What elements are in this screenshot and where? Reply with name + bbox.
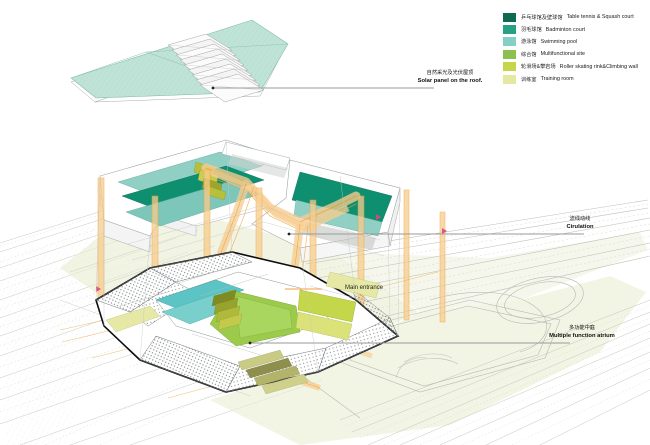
legend-item: 综合馆 Multifunctional site bbox=[503, 48, 650, 60]
legend-label-cn: 游泳馆 bbox=[521, 39, 537, 46]
legend-swatch-training-room bbox=[503, 74, 516, 84]
paving-bands bbox=[237, 349, 309, 395]
legend-label-en: Roller skating rink&Climbing wall bbox=[559, 63, 638, 70]
legend-item: 训练室 Training room bbox=[503, 73, 650, 85]
legend-label-cn: 羽毛球馆 bbox=[521, 27, 542, 34]
callout-cn: 多功能中庭 bbox=[569, 325, 595, 331]
legend-label-en: Swimming pool bbox=[540, 38, 578, 45]
legend-item: 轮滑场&攀岩场 Roller skating rink&Climbing wal… bbox=[503, 61, 650, 73]
callout-en: Cirulation bbox=[566, 224, 594, 230]
legend-label-en: Training room bbox=[540, 76, 574, 83]
callout-atrium: 多功能中庭 Multiple function atrium bbox=[524, 324, 640, 340]
callout-circulation: 流线动线 Cirulation bbox=[545, 215, 615, 231]
zone-training-room bbox=[105, 305, 161, 333]
legend-label-cn: 综合馆 bbox=[521, 51, 537, 58]
site-green-east bbox=[210, 276, 646, 445]
callout-cn: 自然采光及光伏屋顶 bbox=[426, 70, 474, 76]
legend-swatch-table-tennis bbox=[503, 12, 516, 22]
photovoltaic-louvers bbox=[167, 33, 265, 103]
legend: 乒乓球馆及壁球馆 Table tennis & Squash court 羽毛球… bbox=[503, 11, 650, 85]
callout-cn: 流线动线 bbox=[569, 216, 591, 222]
legend-label-en: Table tennis & Squash court bbox=[566, 14, 634, 21]
upper-floor-plate bbox=[99, 139, 401, 263]
legend-swatch-badminton bbox=[503, 25, 516, 35]
stepped-stands-atrium bbox=[211, 289, 243, 331]
legend-label-cn: 乒乓球馆及壁球馆 bbox=[521, 14, 563, 21]
leader-endpoints bbox=[211, 86, 291, 345]
legend-label-en: Multifunctional site bbox=[540, 51, 585, 58]
legend-label-en: Badminton court bbox=[545, 26, 586, 33]
legend-item: 羽毛球馆 Badminton court bbox=[503, 23, 650, 35]
solar-roof-module bbox=[70, 19, 289, 103]
transparent-connection-planes bbox=[95, 139, 401, 373]
legend-swatch-roller-climbing bbox=[503, 62, 516, 72]
callout-en: Solar panel on the roof. bbox=[417, 78, 483, 84]
legend-label-cn: 轮滑场&攀岩场 bbox=[521, 64, 556, 71]
callout-solar-panel: 自然采光及光伏屋顶 Solar panel on the roof. bbox=[402, 69, 498, 85]
legend-item: 游泳馆 Swimming pool bbox=[503, 36, 650, 48]
zone-roller-climbing bbox=[297, 289, 357, 323]
legend-item: 乒乓球馆及壁球馆 Table tennis & Squash court bbox=[503, 11, 650, 23]
leader-lines bbox=[213, 87, 584, 344]
label-main-entrance: Main entrance bbox=[345, 285, 384, 291]
callout-en: Multiple function atrium bbox=[549, 333, 615, 339]
lower-building-volume bbox=[95, 251, 400, 395]
legend-swatch-multifunctional bbox=[503, 49, 516, 59]
legend-label-cn: 训练室 bbox=[521, 76, 537, 83]
legend-swatch-swimming-pool bbox=[503, 37, 516, 47]
